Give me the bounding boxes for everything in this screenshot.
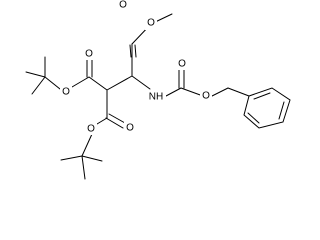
atom-o-tbu-ester2-ether: O — [85, 123, 97, 135]
chemical-structure-diagram: O O O NH O O O O — [25, 0, 291, 180]
bond-ester-carbonyl-double-a — [134, 44, 137, 58]
atom-o-tbu-ester1-ether: O — [60, 86, 72, 98]
bond-ester2-o-tbu-c — [81, 133, 93, 157]
atom-label-o: O — [85, 49, 93, 60]
atom-o-methyl-ester-carbonyl: O — [117, 0, 129, 11]
bond-carbamate-c-o — [180, 87, 204, 97]
bond-ch2-phenyl — [227, 87, 250, 97]
bond-tbu2-methyl-a — [60, 155, 83, 161]
bond-tbu1-methyl-a — [25, 71, 46, 78]
atom-label-nh: NH — [149, 92, 163, 103]
atom-label-o: O — [178, 59, 186, 70]
atom-label-o: O — [202, 91, 210, 102]
bond-ester-carbonyl-double-b — [129, 44, 132, 58]
bond-ester2-c-o-double-b — [108, 113, 126, 124]
phenyl-inner-double-3 — [247, 112, 260, 124]
bond-ch-malonate-ch — [106, 75, 133, 91]
atom-label-o: O — [87, 124, 95, 135]
atom-o-tbu-ester1-carbonyl: O — [83, 48, 95, 60]
bond-ester1-o-tbu-c — [44, 76, 61, 90]
phenyl-ring — [243, 87, 291, 129]
atom-o-methyl-ester-ether: O — [145, 17, 157, 30]
atom-label-o: O — [126, 123, 134, 134]
bond-nh-carbamate-c — [165, 87, 182, 97]
atom-nh-carbamate: NH — [146, 91, 166, 104]
atom-o-carbamate-carbonyl: O — [176, 58, 188, 70]
atom-o-tbu-ester2-carbonyl: O — [124, 122, 136, 134]
atom-label-o: O — [119, 0, 127, 11]
atom-label-o: O — [147, 18, 155, 29]
bond-tbu1-methyl-c — [31, 76, 46, 95]
bond-ch-nh — [131, 75, 151, 90]
bond-tbu2-methyl-c — [81, 155, 86, 180]
bond-ester2-c-o-double-a — [105, 117, 124, 129]
phenyl-inner-double-1 — [253, 92, 271, 100]
bond-carbamate-o-ch2 — [209, 87, 229, 98]
bond-tbu2-methyl-b — [81, 155, 103, 162]
bond-ester1-c-o — [71, 76, 90, 88]
phenyl-inner-double-2 — [278, 101, 285, 120]
atom-label-layer: O O O NH O O O O — [60, 0, 212, 135]
atom-label-o: O — [62, 87, 70, 98]
bond-malonate-ch-ester1-c — [88, 76, 108, 91]
atom-o-carbamate-ether: O — [200, 90, 212, 103]
